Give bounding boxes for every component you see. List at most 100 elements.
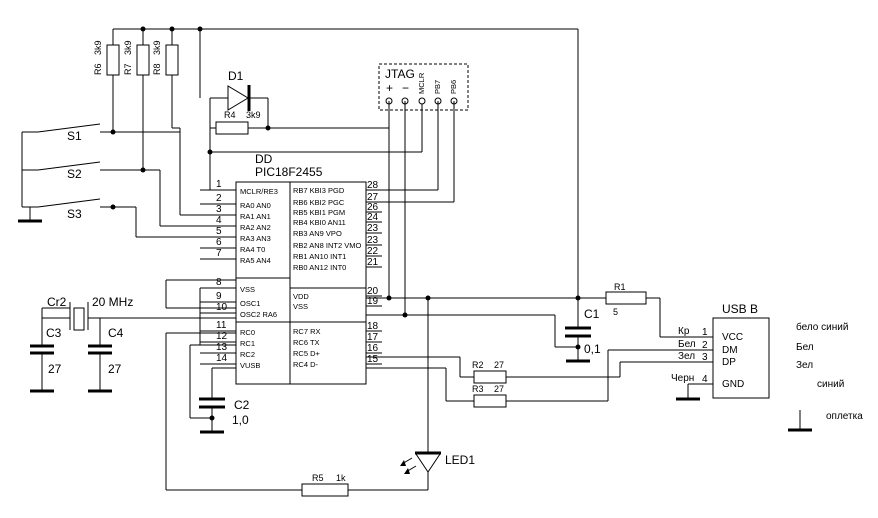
jtag-pin-label: + <box>386 81 393 95</box>
chip-pin-name: MCLR/RE3 <box>240 187 278 196</box>
chip-pin-name: RA0 AN0 <box>240 201 271 210</box>
r7-ref: R7 <box>123 63 133 75</box>
resistor-r4: R4 3k9 <box>210 110 389 135</box>
chip-pin-number: 2 <box>216 193 222 204</box>
usb-wire-color: синий <box>817 379 844 390</box>
r2-ref: R2 <box>472 360 484 370</box>
chip-pin-name: RC1 <box>240 339 255 348</box>
chip-pin-number: 17 <box>367 332 379 343</box>
chip-pin-name: RA3 AN3 <box>240 234 271 243</box>
r3-ref: R3 <box>472 384 484 394</box>
jtag-pin: PB6 <box>449 80 458 105</box>
chip-pin-number: 22 <box>367 246 379 257</box>
chip-pin-name: RC5 D+ <box>293 349 321 358</box>
r4-ref: R4 <box>224 110 236 120</box>
chip-part: PIC18F2455 <box>255 165 323 179</box>
usb-pin-number: 2 <box>702 340 708 351</box>
usb-pin-name: VCC <box>722 332 743 343</box>
usb-pin-number: 3 <box>702 352 708 363</box>
chip-pin-name: RB3 AN9 VPO <box>293 229 342 238</box>
chip-pin-name: VDD <box>293 292 309 301</box>
jtag-pin: PB7 <box>433 80 442 105</box>
r7-value: 3k9 <box>123 40 133 55</box>
s1-label: S1 <box>67 129 82 143</box>
c2-ref: C2 <box>234 398 250 412</box>
chip-pin-name: RA2 AN2 <box>240 223 271 232</box>
diode-d1: D1 <box>209 69 269 128</box>
r1-ref: R1 <box>614 282 626 292</box>
usb-wire-color: бело синий <box>796 321 848 333</box>
resistor-r3: R3 27 <box>366 349 713 408</box>
r5-value: 1k <box>336 473 346 483</box>
capacitor-c1: C1 0,1 <box>565 298 601 363</box>
usb-wire-label: Бел <box>678 339 696 350</box>
resistor-r1: R1 5 <box>605 282 713 338</box>
chip-pin-name: RB2 AN8 INT2 VMO <box>293 241 362 250</box>
chip-pin-name: RB7 KBI3 PGD <box>293 186 345 195</box>
chip-pin-number: 3 <box>216 204 222 215</box>
usb-wire-label: Зел <box>678 351 695 362</box>
c1-ref: C1 <box>584 307 600 321</box>
s3-label: S3 <box>67 207 82 221</box>
capacitor-c4: C4 27 <box>88 318 124 393</box>
chip-ref: DD <box>255 152 273 166</box>
chip-pin-number: 12 <box>216 331 228 342</box>
chip-pin-name: OSC1 <box>240 299 260 308</box>
switch-s3: S3 <box>37 198 236 238</box>
chip-pin-name: RA5 AN4 <box>240 256 271 265</box>
chip-pin-name: RC2 <box>240 350 255 359</box>
top-rail <box>112 26 579 298</box>
resistor-r7: R7 3k9 <box>123 40 150 170</box>
chip-pin-name: RB4 KBI0 AN11 <box>293 218 346 227</box>
chip-pin-number: 1 <box>216 179 222 190</box>
c3-value: 27 <box>48 362 62 376</box>
chip-pin-name: RC6 TX <box>293 338 320 347</box>
jtag-pin-label: − <box>402 81 409 95</box>
s2-label: S2 <box>67 167 82 181</box>
chip-pin-name: RB5 KBI1 PGM <box>293 208 345 217</box>
usb-wire-label: Кр <box>678 326 690 337</box>
capacitor-c2: C2 1,0 <box>190 397 250 434</box>
chip-pin-name: RC0 <box>240 328 255 337</box>
usb-wire-color: Бел <box>796 342 814 353</box>
crystal-cr2: Cr2 20 MHz <box>42 279 236 331</box>
chip-pin-name: RB1 AN10 INT1 <box>293 252 346 261</box>
chip-pin-number: 13 <box>216 342 228 353</box>
usb-pin-name: DP <box>722 357 736 368</box>
usb-pin-3: 3 DP Зел <box>678 351 736 368</box>
capacitor-c3: C3 27 <box>30 308 62 393</box>
usb-title: USB B <box>722 302 758 316</box>
chip-pin-number: 6 <box>216 237 222 248</box>
usb-shield-label: оплетка <box>826 411 863 422</box>
chip-pin-name: RC4 D- <box>293 360 319 369</box>
resistor-r2: R2 27 <box>366 356 713 384</box>
r8-ref: R8 <box>152 63 162 75</box>
jtag-pin-label: MCLR <box>417 72 426 94</box>
c4-value: 27 <box>108 362 122 376</box>
c4-ref: C4 <box>108 326 124 340</box>
chip-pin-number: 23 <box>367 235 379 246</box>
chip-pin-number: 24 <box>367 212 379 223</box>
chip-pin-number: 27 <box>367 192 379 203</box>
resistor-r6: R6 3k9 <box>93 40 120 132</box>
chip-pin-number: 18 <box>367 321 379 332</box>
